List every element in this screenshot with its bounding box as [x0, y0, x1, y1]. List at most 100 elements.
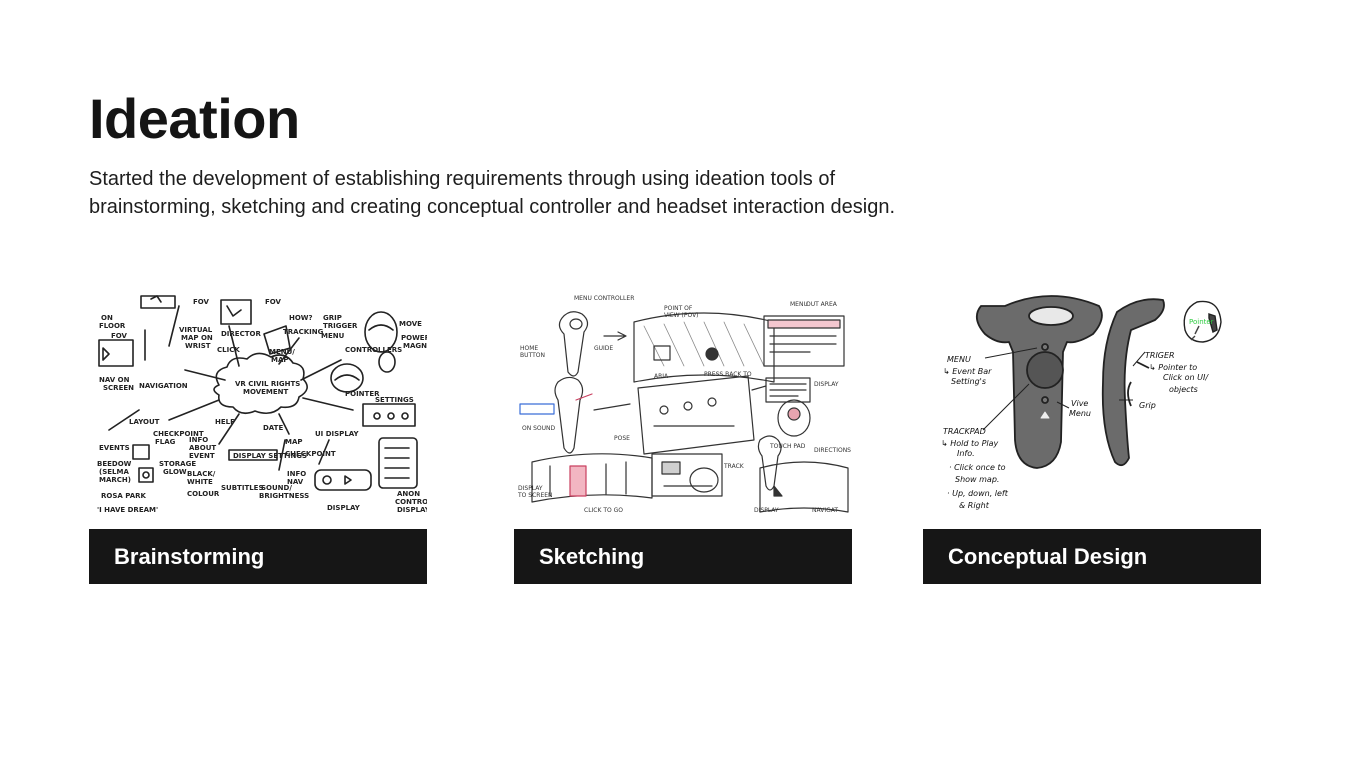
svg-text:POINTER: POINTER: [345, 390, 380, 398]
svg-text:FLOOR: FLOOR: [99, 322, 126, 330]
svg-text:MOVEMENT: MOVEMENT: [243, 388, 289, 396]
svg-text:↳ Pointer to: ↳ Pointer to: [1149, 363, 1197, 372]
sketching-label: Sketching: [514, 529, 852, 584]
svg-text:SOUND/: SOUND/: [261, 484, 292, 492]
svg-text:LAYOUT: LAYOUT: [129, 418, 160, 426]
svg-text:OUT AREA: OUT AREA: [806, 301, 838, 308]
svg-text:MENU: MENU: [790, 301, 808, 308]
svg-text:Show map.: Show map.: [955, 475, 999, 484]
svg-text:NAVIGAT: NAVIGAT: [812, 507, 838, 514]
svg-text:HELP: HELP: [215, 418, 235, 426]
svg-text:NAV ON: NAV ON: [99, 376, 130, 384]
conceptual-design-label: Conceptual Design: [923, 529, 1261, 584]
page-title: Ideation: [89, 87, 300, 150]
svg-text:PRESS BACK TO: PRESS BACK TO: [704, 371, 752, 378]
svg-text:↳ Hold to Play: ↳ Hold to Play: [941, 439, 999, 448]
svg-text:CONTROLS: CONTROLS: [395, 498, 427, 506]
brainstorming-label: Brainstorming: [89, 529, 427, 584]
svg-text:ROSA PARK: ROSA PARK: [101, 492, 147, 500]
svg-text:EVENT: EVENT: [189, 452, 215, 460]
svg-text:CLICK: CLICK: [217, 346, 240, 354]
svg-text:· Click once to: · Click once to: [949, 463, 1006, 472]
svg-text:GUIDE: GUIDE: [594, 345, 613, 352]
svg-text:CHECKPOINT: CHECKPOINT: [285, 450, 336, 458]
svg-text:UI DISPLAY: UI DISPLAY: [315, 430, 360, 438]
svg-text:HOW?: HOW?: [289, 314, 313, 322]
description-line-1: Started the development of establishing …: [89, 168, 836, 190]
svg-text:MOVE: MOVE: [399, 320, 422, 328]
svg-text:NAV: NAV: [287, 478, 304, 486]
svg-text:Info.: Info.: [957, 449, 975, 458]
svg-text:MENU: MENU: [947, 355, 971, 364]
svg-text:(SELMA: (SELMA: [99, 468, 129, 476]
svg-text:NAVIGATION: NAVIGATION: [139, 382, 188, 390]
svg-text:FLAG: FLAG: [155, 438, 176, 446]
svg-text:SCREEN: SCREEN: [103, 384, 134, 392]
svg-text:FOV: FOV: [193, 298, 210, 306]
svg-text:POINT OF: POINT OF: [664, 305, 693, 312]
svg-text:Click on UI/: Click on UI/: [1163, 373, 1209, 382]
svg-text:Pointer: Pointer: [1189, 318, 1214, 326]
svg-text:Vive: Vive: [1071, 399, 1088, 408]
svg-text:VR CIVIL RIGHTS: VR CIVIL RIGHTS: [235, 380, 300, 388]
svg-text:↳ Event Bar: ↳ Event Bar: [943, 367, 992, 376]
svg-text:TRIGGER: TRIGGER: [323, 322, 358, 330]
svg-text:COLOUR: COLOUR: [187, 490, 220, 498]
svg-text:objects: objects: [1169, 385, 1198, 394]
svg-text:POWERS: POWERS: [401, 334, 427, 342]
svg-text:CHECKPOINT: CHECKPOINT: [153, 430, 204, 438]
svg-text:DISPLAY: DISPLAY: [814, 381, 839, 388]
svg-text:TRIGER: TRIGER: [1145, 351, 1175, 360]
svg-text:INFO: INFO: [189, 436, 208, 444]
svg-text:DISPLAY: DISPLAY: [754, 507, 779, 514]
svg-text:TOUCH PAD: TOUCH PAD: [769, 443, 806, 450]
svg-text:MAP: MAP: [271, 356, 289, 364]
svg-text:DISPLAY SETTINGS: DISPLAY SETTINGS: [233, 452, 307, 460]
svg-text:MAP: MAP: [285, 438, 303, 446]
svg-text:DISPLAY: DISPLAY: [327, 504, 361, 512]
svg-text:CLICK TO GO: CLICK TO GO: [584, 507, 623, 514]
svg-text:MENU CONTROLLER: MENU CONTROLLER: [574, 295, 634, 302]
controller-concept-image: Pointer MENU ↳ Event Bar Setting's Vive …: [923, 290, 1261, 518]
svg-text:ANON: ANON: [397, 490, 420, 498]
svg-text:MAP ON: MAP ON: [181, 334, 213, 342]
svg-text:Menu: Menu: [1069, 409, 1091, 418]
svg-text:GLOW: GLOW: [163, 468, 187, 476]
svg-text:WHITE: WHITE: [187, 478, 213, 486]
svg-text:TRACK: TRACK: [723, 463, 745, 470]
svg-text:TRACKING: TRACKING: [283, 328, 324, 336]
svg-text:CONTROLLERS: CONTROLLERS: [345, 346, 402, 354]
svg-text:MARCH): MARCH): [99, 476, 131, 484]
svg-text:WRIST: WRIST: [185, 342, 211, 350]
svg-text:BLACK/: BLACK/: [187, 470, 216, 478]
svg-text:Grip: Grip: [1139, 401, 1156, 410]
svg-text:DIRECTOR: DIRECTOR: [221, 330, 261, 338]
svg-text:INFO: INFO: [287, 470, 306, 478]
svg-text:BRIGHTNESS: BRIGHTNESS: [259, 492, 309, 500]
svg-text:SUBTITLES: SUBTITLES: [221, 484, 264, 492]
svg-text:DATE: DATE: [263, 424, 283, 432]
svg-text:TO SCREEN: TO SCREEN: [517, 492, 553, 499]
svg-text:EVENTS: EVENTS: [99, 444, 130, 452]
svg-text:DIRECTIONS: DIRECTIONS: [814, 447, 851, 454]
svg-text:BUTTON: BUTTON: [520, 352, 545, 359]
svg-text:POSE: POSE: [614, 435, 630, 442]
card-conceptual-design[interactable]: Pointer MENU ↳ Event Bar Setting's Vive …: [923, 290, 1261, 584]
svg-text:FOV: FOV: [265, 298, 282, 306]
svg-text:ARIA: ARIA: [654, 373, 669, 380]
svg-text:GRIP: GRIP: [323, 314, 342, 322]
svg-text:ON: ON: [101, 314, 113, 322]
svg-text:DISPLAY: DISPLAY: [518, 485, 543, 492]
svg-text:BEEDOW: BEEDOW: [97, 460, 132, 468]
svg-text:DISPLAY: DISPLAY: [397, 506, 427, 514]
svg-text:SETTINGS: SETTINGS: [375, 396, 414, 404]
svg-text:Setting's: Setting's: [951, 377, 986, 386]
svg-text:VIEW (POV): VIEW (POV): [664, 312, 699, 319]
svg-text:MENU/: MENU/: [269, 348, 295, 356]
svg-text:HOME: HOME: [520, 345, 538, 352]
